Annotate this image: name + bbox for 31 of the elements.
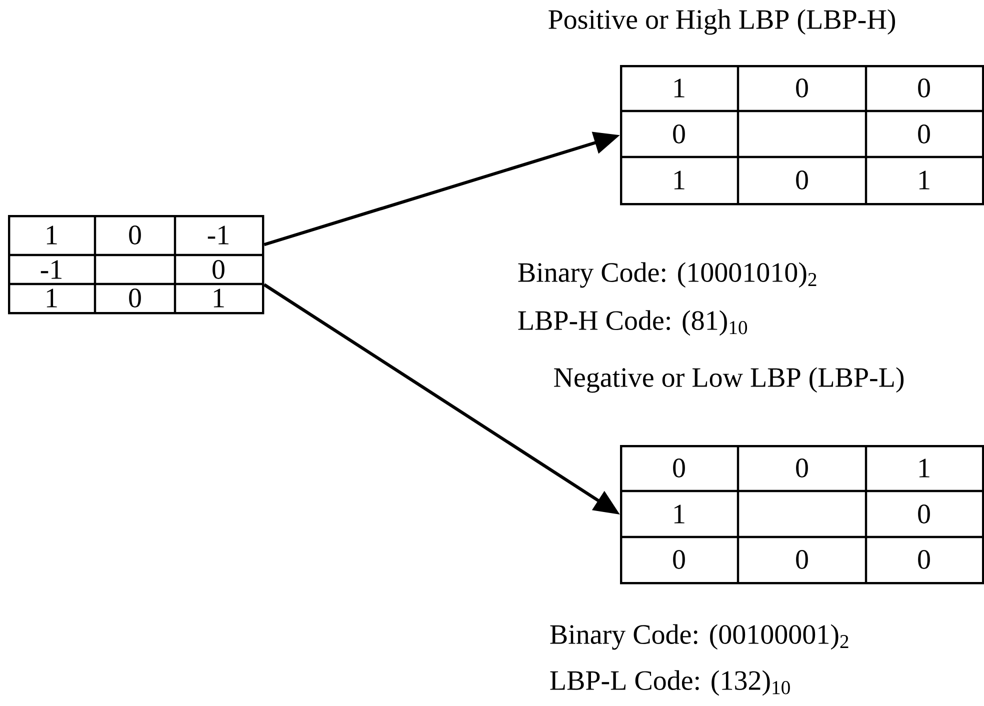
grid-table [8, 215, 264, 314]
cell-value: 1 [46, 226, 57, 244]
code-text: Binary Code: (00100001)$_{2}$ [550, 624, 848, 650]
cell-value: 1 [674, 78, 684, 98]
cell-value: 0 [796, 170, 808, 190]
code-text: LBP-H Code: (81)$_{10}$ [518, 310, 748, 336]
cell-value: 0 [673, 550, 685, 569]
cell-value: -1 [40, 260, 62, 279]
cell-value: 0 [918, 124, 930, 144]
cell-value: 1 [46, 288, 57, 308]
cell-value: 1 [214, 288, 224, 308]
cell-value: 1 [919, 458, 930, 478]
cell-value: 0 [129, 288, 141, 308]
table-heading: Positive or High LBP (LBP-H) [548, 9, 895, 35]
cell-value: 1 [919, 170, 930, 190]
cell-value: 0 [673, 458, 685, 478]
cell-value: 0 [796, 458, 808, 478]
cell-value: 1 [674, 504, 684, 524]
cell-value: 0 [918, 504, 930, 524]
cell-value: 0 [673, 124, 685, 144]
code-text: LBP-L Code: (132)$_{10}$ [550, 670, 790, 696]
table-heading: Negative or Low LBP (LBP-L) [554, 367, 904, 393]
cell-value: 0 [212, 260, 224, 279]
cell-value: 0 [796, 78, 808, 98]
code-text: Binary Code: (10001010)$_{2}$ [518, 262, 816, 288]
cell-value: 0 [796, 550, 808, 569]
cell-value: 0 [918, 78, 930, 98]
cell-value: 0 [918, 550, 930, 569]
cell-value: 0 [129, 226, 141, 244]
cell-value: -1 [208, 226, 228, 244]
cell-value: 1 [674, 170, 684, 190]
